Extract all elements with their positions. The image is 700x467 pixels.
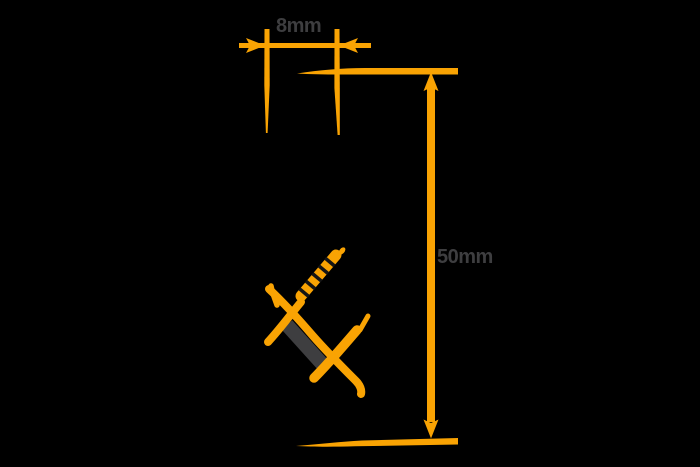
cross-tick-lower [309,325,362,383]
sketch-start-hook [268,283,280,308]
width-dimension-label: 8mm [276,15,322,37]
width-arrow-right-icon [339,38,358,53]
cross-tick-upper [264,298,305,346]
height-arrow-top-icon [423,72,439,91]
width-dimension [239,29,371,135]
object-edge-left [264,29,270,133]
height-dimension [296,68,458,447]
band-tip-dot [338,247,346,255]
width-dimension-line [239,43,371,48]
height-dimension-label: 50mm [437,246,493,268]
height-arrow-bottom-icon [423,419,439,439]
top-extension-line [297,68,458,75]
height-dimension-line [427,86,435,422]
diagonal-sketch [264,247,371,398]
width-arrow-left-icon [246,38,265,53]
shadow-bar [281,320,330,371]
striped-band-hatching [298,253,339,298]
object-edge-right [334,29,340,135]
small-dash [357,313,371,333]
bottom-extension-line [296,438,458,447]
